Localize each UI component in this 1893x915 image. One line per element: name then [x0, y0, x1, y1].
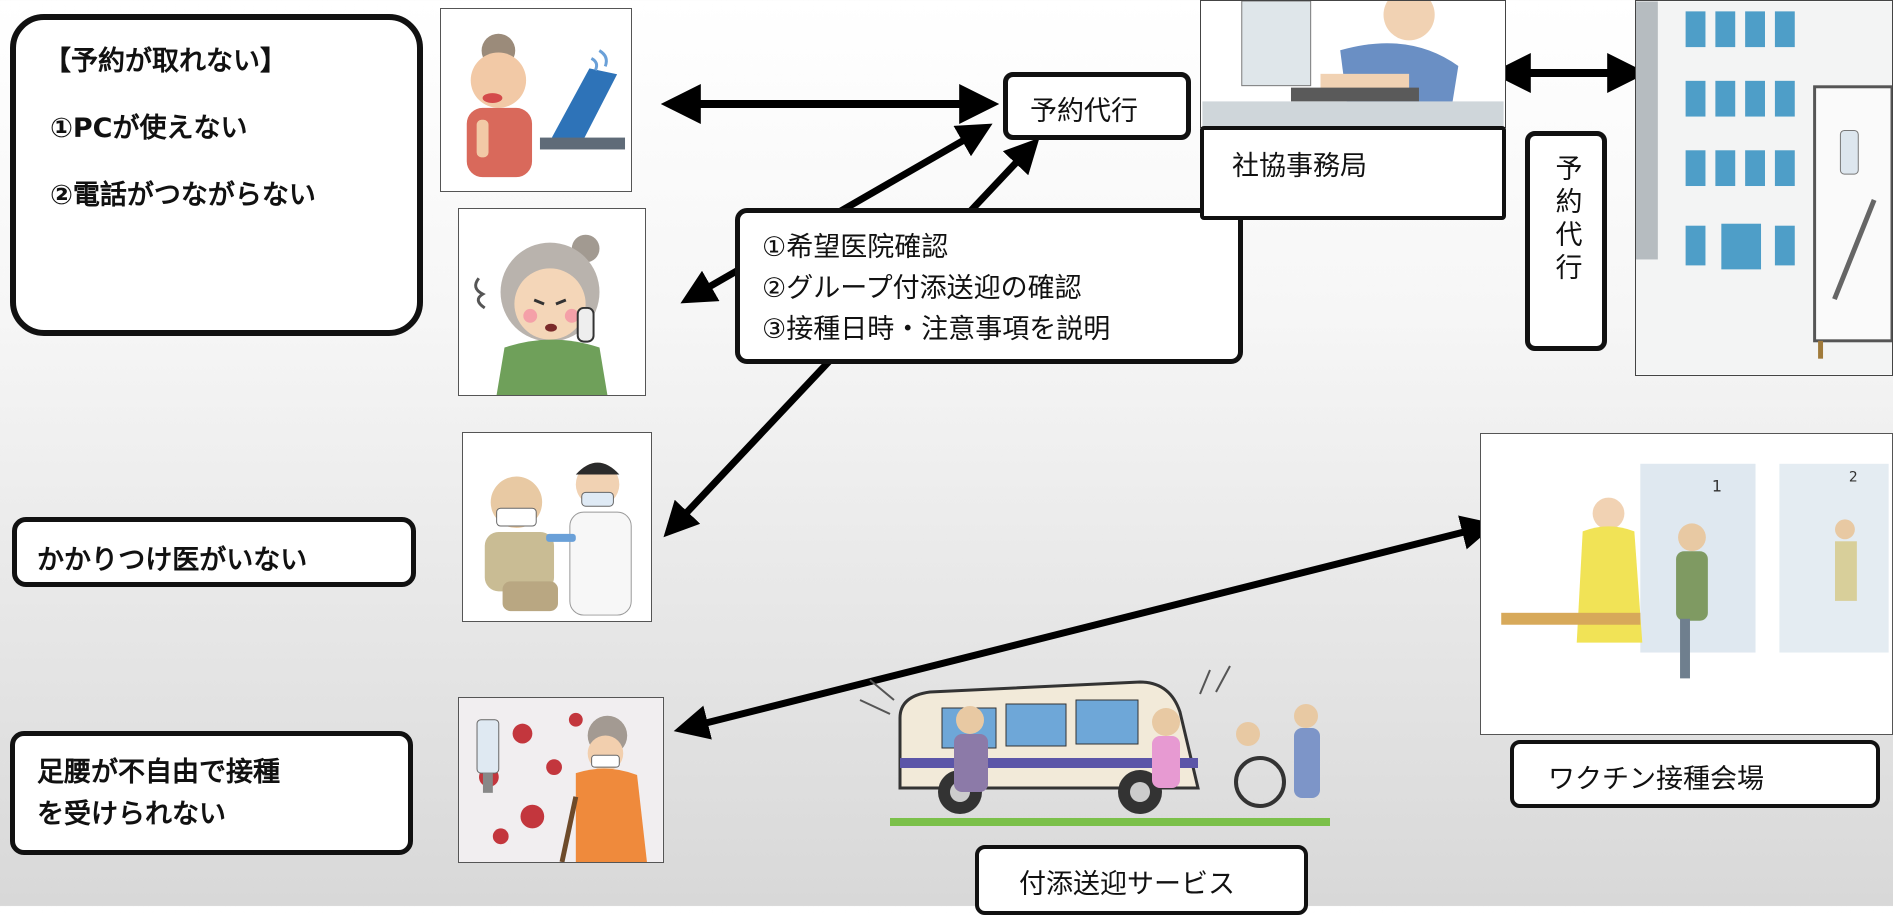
- proxy-booking-box: 予約代行: [1003, 72, 1191, 140]
- no-doctor-box: かかりつけ医がいない: [12, 517, 416, 587]
- proxy-vertical-label: 予約代行: [1550, 154, 1582, 286]
- svg-text:1: 1: [1712, 477, 1722, 496]
- confirmation-steps-box: ①希望医院確認 ②グループ付添送迎の確認 ③接種日時・注意事項を説明: [735, 208, 1243, 364]
- problem-phone-busy: ②電話がつながらない: [50, 180, 316, 211]
- council-office-box: 社協事務局: [1200, 126, 1506, 220]
- elderly-man-doctor-icon: [462, 432, 652, 622]
- shuttle-bus-icon: [850, 660, 1370, 836]
- proxy-booking-label: 予約代行: [1030, 96, 1138, 127]
- step-date-notes-explain: ③接種日時・注意事項を説明: [762, 314, 1111, 345]
- venue-box: ワクチン接種会場: [1510, 740, 1880, 808]
- booking-problem-box: 【予約が取れない】 ①PCが使えない ②電話がつながらない: [10, 14, 423, 336]
- step-group-transport-confirm: ②グループ付添送迎の確認: [762, 273, 1082, 304]
- venue-label: ワクチン接種会場: [1548, 764, 1764, 795]
- step-hospital-confirm: ①希望医院確認: [762, 232, 949, 263]
- elderly-woman-phone-icon: [458, 208, 646, 396]
- mobility-problem-box: 足腰が不自由で接種 を受けられない: [10, 731, 413, 855]
- booking-problem-title: 【予約が取れない】: [44, 46, 287, 77]
- transport-service-label: 付添送迎サービス: [1019, 869, 1235, 900]
- council-office-label: 社協事務局: [1232, 151, 1367, 182]
- elderly-woman-laptop-icon: [440, 8, 632, 192]
- elderly-woman-cane-virus-icon: [458, 697, 664, 863]
- hospital-building-icon: [1635, 0, 1893, 376]
- mobility-line-1: 足腰が不自由で接種: [37, 757, 280, 788]
- office-worker-icon: [1200, 0, 1506, 128]
- svg-text:2: 2: [1849, 470, 1858, 486]
- vaccination-venue-icon: 1 2: [1480, 433, 1893, 735]
- proxy-vertical-box: 予約代行: [1525, 131, 1607, 351]
- mobility-line-2: を受けられない: [37, 799, 226, 830]
- transport-service-box: 付添送迎サービス: [975, 845, 1308, 915]
- problem-no-pc: ①PCが使えない: [50, 113, 248, 144]
- no-doctor-label: かかりつけ医がいない: [37, 545, 308, 576]
